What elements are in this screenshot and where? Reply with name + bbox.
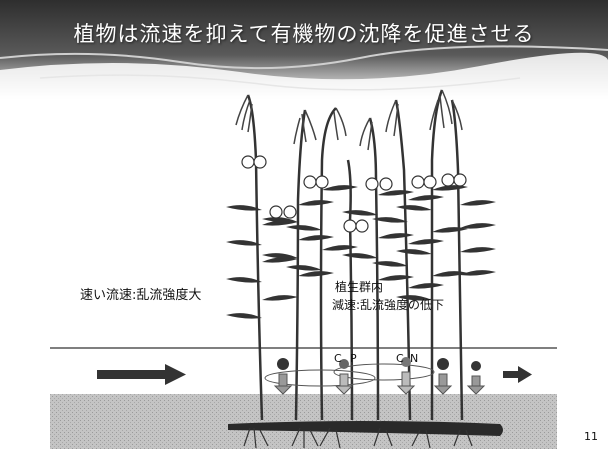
slide-title: 植物は流速を抑えて有機物の沈降を促進させる [73,22,535,46]
rhizome-roots [228,421,503,449]
element-label-c-1: C [334,352,342,365]
element-label-c-2: C [396,352,404,365]
vegetation-label-line2: 減速:乱流強度の低下 [332,298,445,312]
turbulence-ellipses [264,363,435,387]
element-label-p: P [350,352,357,365]
reed-plants [246,89,464,421]
fast-flow-label: 速い流速:乱流強度大 [80,288,202,303]
settling-particles [273,357,486,395]
flow-arrow-right [503,366,532,383]
eddy-swirls [241,155,467,233]
element-label-n: N [410,352,419,365]
header-band [0,0,608,100]
flow-arrow-left [97,364,186,385]
vegetation-label-line1: 植生群内 [335,280,384,294]
reed-plumes [235,89,463,151]
page-number: 11 [584,430,598,443]
